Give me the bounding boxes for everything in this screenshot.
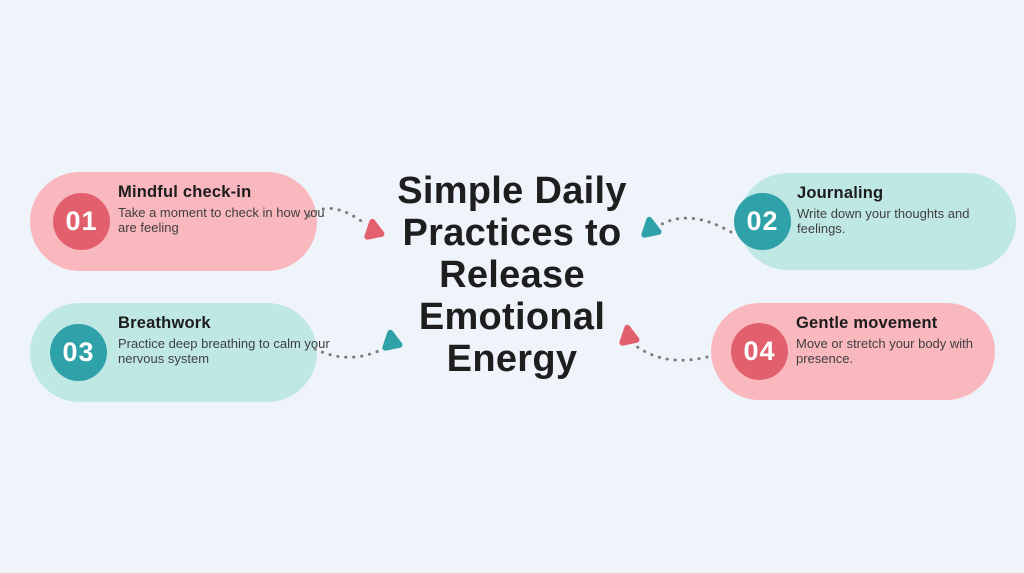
- step-number: 01: [65, 206, 98, 236]
- dotted-curve: [655, 216, 733, 234]
- main-title-line-3: Release: [439, 254, 585, 296]
- card-title: Journaling: [797, 184, 884, 202]
- dotted-curve: [307, 206, 366, 225]
- connector-arrow-1: [307, 206, 385, 240]
- connector-arrow-2: [641, 216, 733, 238]
- card-text-block: Mindful check-in Take a moment to check …: [118, 183, 330, 235]
- step-number-badge: 01: [53, 193, 110, 250]
- step-number: 02: [746, 206, 779, 236]
- main-title-line-4: Emotional: [418, 296, 606, 338]
- step-number: 04: [743, 336, 776, 366]
- card-breathwork: 03 Breathwork Practice deep breathing to…: [30, 303, 330, 402]
- card-description: Take a moment to check in how you are fe…: [118, 205, 325, 235]
- arrowhead-icon: [619, 324, 640, 346]
- connector-arrow-3: [313, 329, 403, 359]
- card-description: Practice deep breathing to calm your ner…: [118, 336, 330, 366]
- card-description: Write down your thoughts and feelings.: [797, 206, 970, 236]
- arrowhead-icon: [364, 218, 385, 240]
- arrowhead-icon: [641, 216, 662, 238]
- step-number-badge: 04: [731, 323, 788, 380]
- connector-arrow-4: [619, 324, 709, 362]
- card-mindful-check-in: 01 Mindful check-in Take a moment to che…: [30, 172, 325, 271]
- dotted-curve: [634, 344, 709, 362]
- card-text-block: Breathwork Practice deep breathing to ca…: [118, 314, 330, 366]
- main-title: Simple Daily Practices to Release Emotio…: [347, 170, 677, 380]
- card-description: Move or stretch your body with presence.: [796, 336, 974, 366]
- card-title: Breathwork: [118, 314, 211, 332]
- main-title-line-2: Practices to: [402, 212, 622, 254]
- dotted-curve: [313, 346, 387, 359]
- card-gentle-movement: 04 Gentle movement Move or stretch your …: [711, 303, 995, 400]
- step-number: 03: [62, 337, 95, 367]
- arrowhead-icon: [382, 329, 403, 351]
- card-title: Mindful check-in: [118, 183, 252, 201]
- main-title-line-1: Simple Daily: [397, 170, 627, 212]
- step-number-badge: 02: [734, 193, 791, 250]
- card-journaling: 02 Journaling Write down your thoughts a…: [734, 173, 1016, 270]
- card-title: Gentle movement: [796, 314, 938, 332]
- card-text-block: Gentle movement Move or stretch your bod…: [796, 314, 994, 366]
- card-text-block: Journaling Write down your thoughts and …: [797, 184, 995, 236]
- step-number-badge: 03: [50, 324, 107, 381]
- main-title-line-5: Energy: [446, 338, 578, 380]
